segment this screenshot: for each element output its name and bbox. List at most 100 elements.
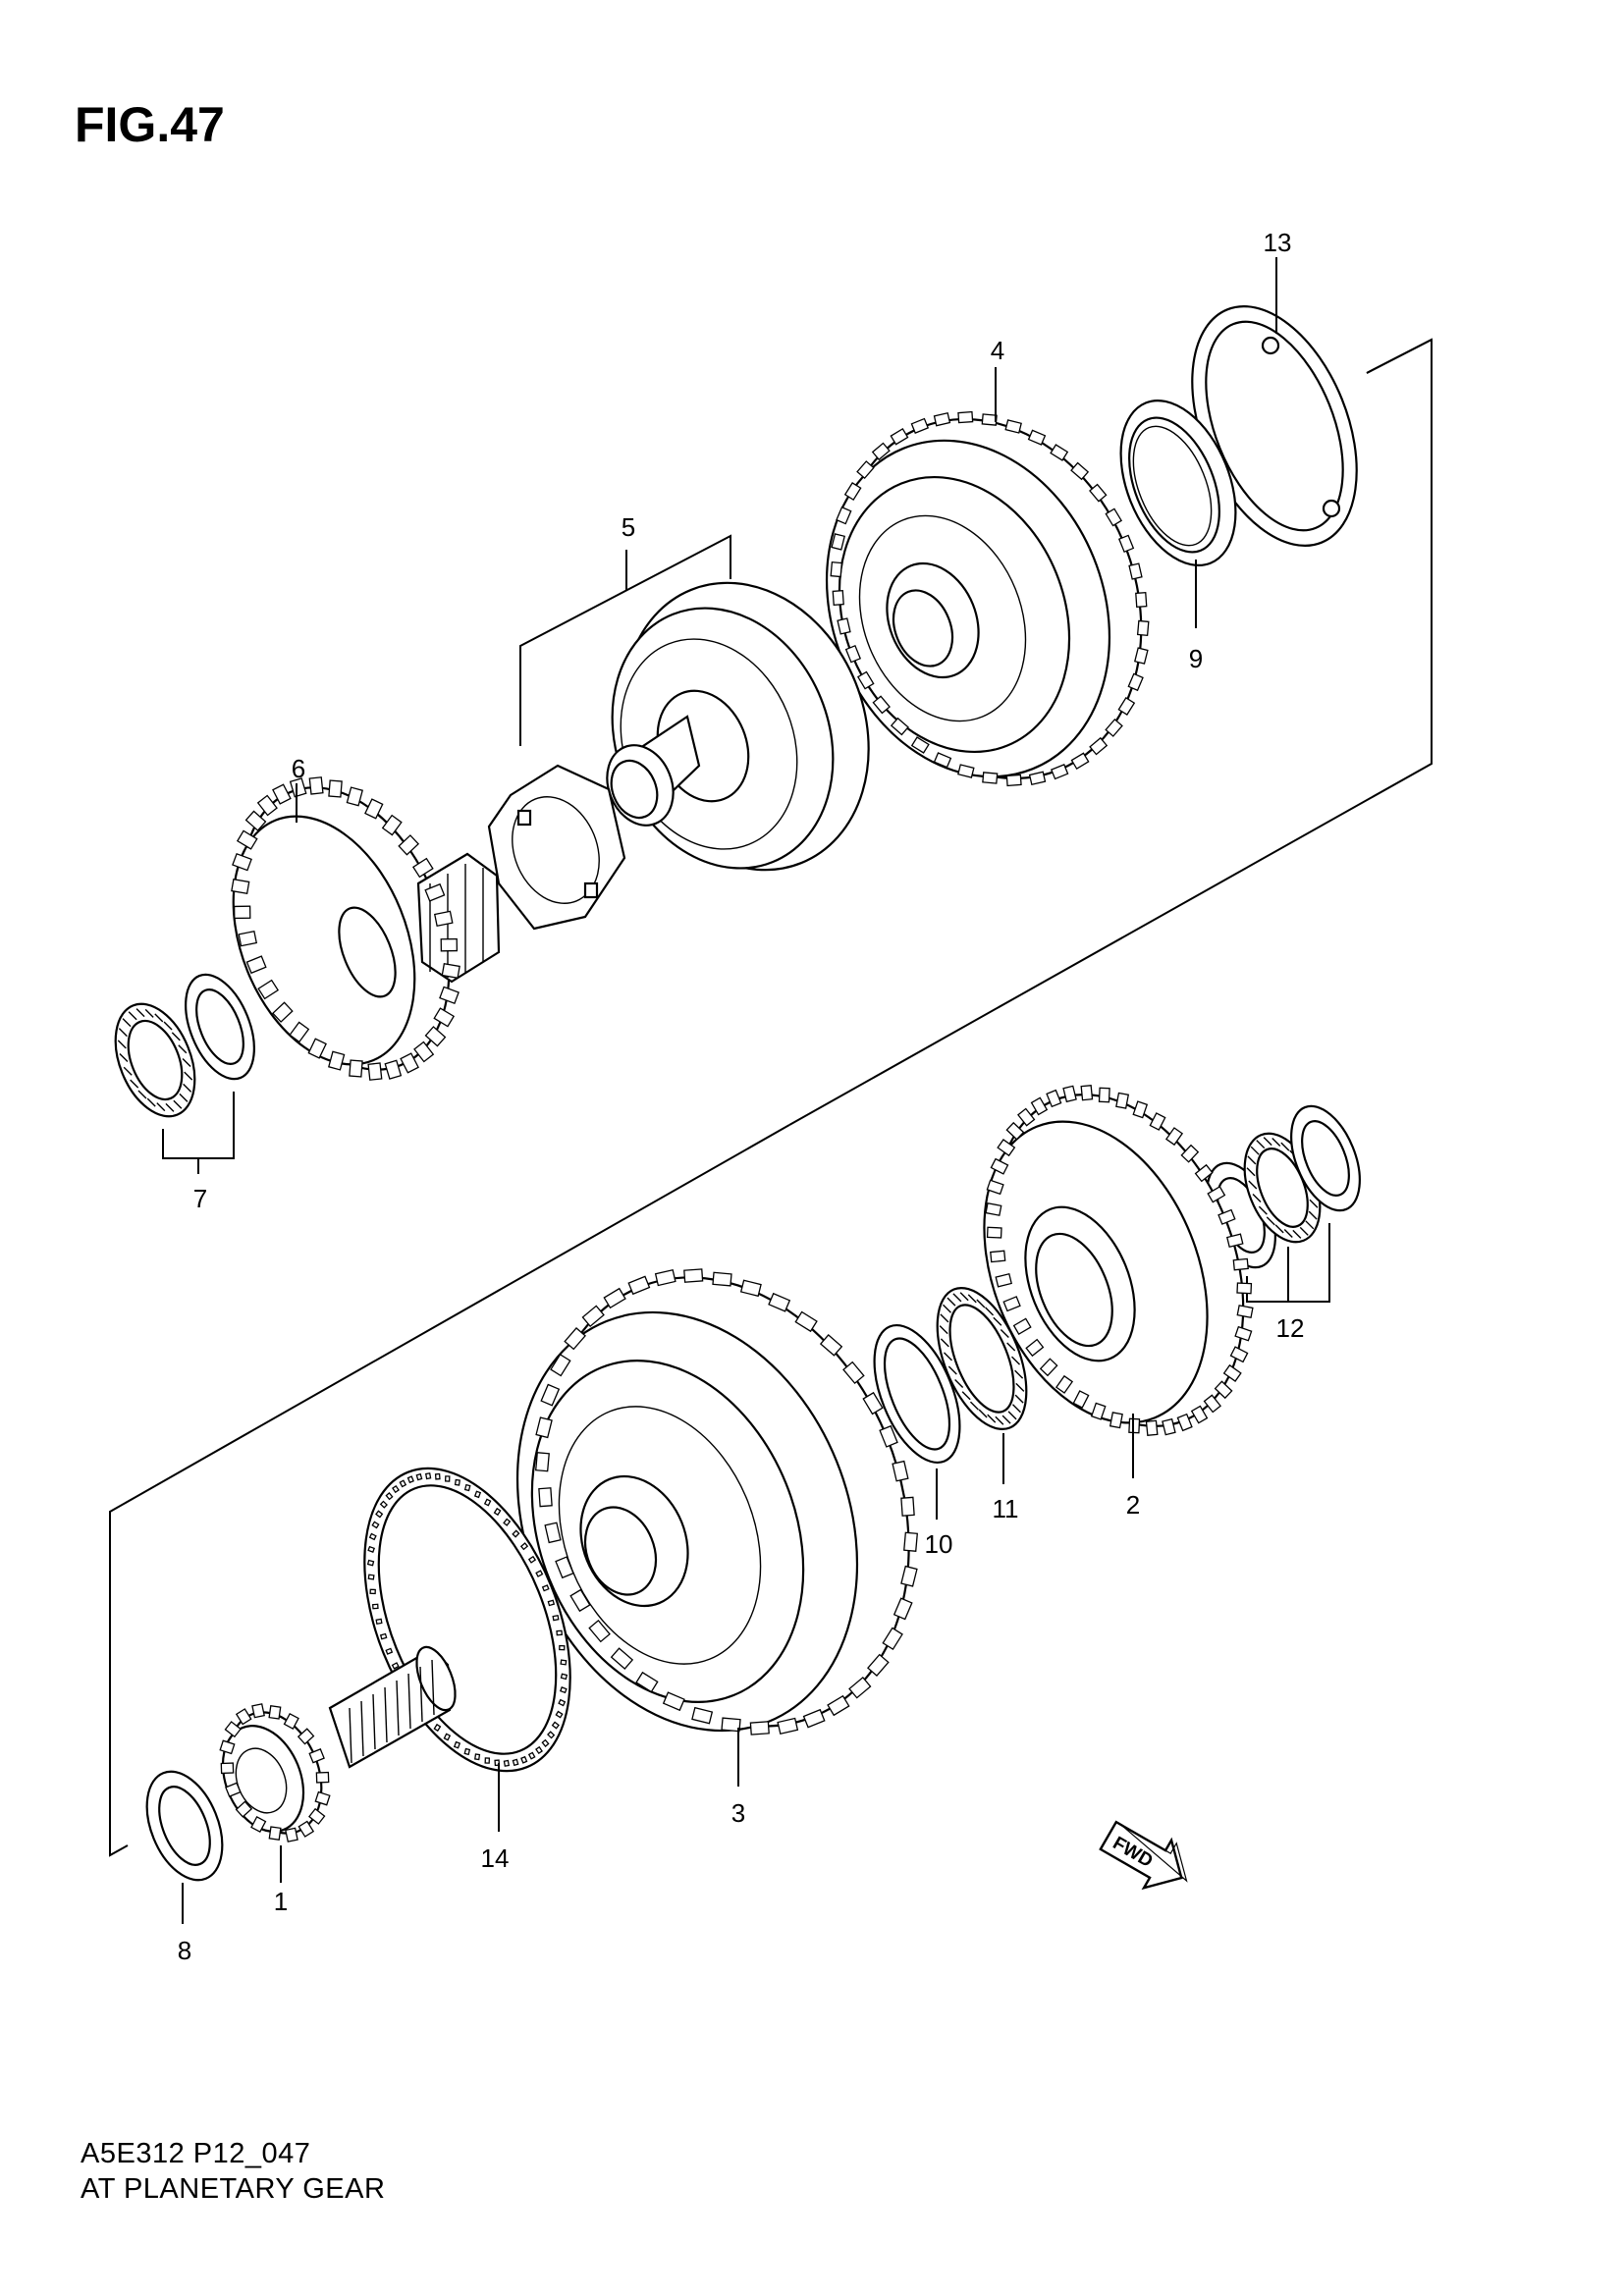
part-6-planetary-carrier (231, 776, 501, 1081)
gear-tooth (392, 1484, 400, 1494)
gear-tooth (1050, 764, 1069, 780)
bearing-roller (1000, 1328, 1009, 1338)
gear-tooth (560, 1659, 568, 1666)
gear-tooth (235, 1800, 253, 1818)
gear-tooth (867, 1653, 890, 1677)
bearing-roller (939, 1325, 948, 1335)
bearing-roller (1006, 1342, 1016, 1352)
bearing-roller (1011, 1356, 1021, 1365)
gear-tooth (1176, 1413, 1193, 1432)
gear-tooth (683, 1268, 704, 1283)
bearing-roller (163, 1021, 173, 1031)
gear-tooth (235, 1708, 252, 1726)
gear-tooth (308, 1807, 326, 1825)
bearing-roller (137, 1090, 147, 1099)
gear-tooth (910, 736, 930, 754)
bearing-roller (1252, 1193, 1262, 1202)
shaft-spline (360, 1700, 364, 1757)
callout-5: 5 (622, 512, 635, 542)
gear-tooth (424, 1026, 447, 1047)
bearing-roller (943, 1304, 952, 1313)
bearing-roller (173, 1099, 183, 1109)
part-2-planetary-ring (983, 1085, 1254, 1478)
gear-tooth (1132, 1100, 1149, 1119)
gear-tooth (535, 1745, 543, 1755)
gear-tooth (555, 1710, 564, 1719)
gear-tooth (1164, 1127, 1184, 1147)
gear-tooth (375, 1510, 384, 1519)
gear-tooth (654, 1268, 676, 1287)
callout-11: 11 (993, 1494, 1019, 1523)
gear-tooth (285, 1827, 298, 1842)
gear-tooth (985, 1201, 1002, 1216)
gear-tooth (444, 1475, 451, 1482)
bearing-roller (1274, 1224, 1284, 1234)
gear-tooth (233, 905, 251, 920)
gear-tooth (413, 1041, 435, 1063)
bearing-roller (1014, 1369, 1024, 1379)
part-13-shim-ring (1191, 305, 1358, 547)
gear-tooth (1194, 1163, 1214, 1183)
gear-tooth (453, 1740, 461, 1749)
gear-tooth (819, 1334, 843, 1357)
gear-tooth (1222, 1363, 1242, 1382)
gear-tooth (1214, 1380, 1233, 1400)
bearing-roller (961, 1391, 971, 1401)
part-9-thrust-race (1119, 400, 1237, 566)
callout-1: 1 (274, 1887, 288, 1916)
bearing-roller (119, 1052, 129, 1062)
gear-tooth (289, 777, 307, 798)
gear-tooth (379, 1632, 388, 1640)
gear-tooth (1012, 1317, 1032, 1335)
gear-tooth (933, 752, 952, 769)
gear-tooth (1207, 1186, 1226, 1203)
gear-tooth (424, 882, 446, 902)
gear-tooth (903, 1531, 918, 1552)
bearing-roller (1247, 1155, 1257, 1165)
gear-tooth (236, 829, 258, 850)
callout-13: 13 (1264, 228, 1292, 257)
gear-tooth (308, 776, 324, 795)
gear-tooth (1025, 1338, 1045, 1358)
gear-tooth (379, 1500, 388, 1509)
gear-tooth (385, 1647, 394, 1655)
shaft-spline (372, 1693, 376, 1750)
gear-tooth (768, 1292, 791, 1312)
gear-tooth (1117, 534, 1135, 554)
gear-tooth (1203, 1394, 1221, 1414)
gear-tooth (1105, 718, 1123, 737)
gear-tooth (712, 1271, 732, 1287)
gear-tooth (933, 411, 951, 427)
bearing-roller (987, 1414, 997, 1423)
gear-tooth (544, 1522, 562, 1544)
gear-tooth (555, 1556, 574, 1579)
gear-tooth (1128, 562, 1143, 580)
gear-tooth (547, 1599, 556, 1607)
gear-tooth (1180, 1144, 1200, 1163)
gear-tooth (844, 644, 862, 664)
gear-tooth (434, 1472, 441, 1480)
gear-tooth (1030, 1096, 1049, 1116)
gear-tooth (406, 1475, 414, 1484)
gear-tooth (463, 1483, 471, 1492)
bearing-roller (130, 1079, 139, 1089)
gear-tooth (1217, 1208, 1236, 1225)
gear-tooth (232, 852, 252, 872)
gear-tooth (610, 1647, 634, 1670)
gear-tooth (1004, 419, 1022, 434)
bearing-roller (995, 1415, 1004, 1425)
gear-tooth (986, 1226, 1002, 1239)
gear-tooth (503, 1759, 511, 1767)
shaft-spline (396, 1680, 400, 1736)
gear-tooth (439, 986, 460, 1005)
gear-tooth (842, 1361, 865, 1385)
gear-tooth (527, 1751, 536, 1760)
gear-tooth (298, 1820, 315, 1838)
gear-tooth (890, 717, 909, 736)
gear-tooth (1229, 1346, 1249, 1363)
gear-tooth (739, 1279, 762, 1298)
figure-title: FIG.47 (75, 97, 225, 152)
callout-7: 7 (193, 1184, 207, 1213)
gear-tooth (1089, 736, 1109, 756)
bearing-roller (1266, 1216, 1275, 1226)
